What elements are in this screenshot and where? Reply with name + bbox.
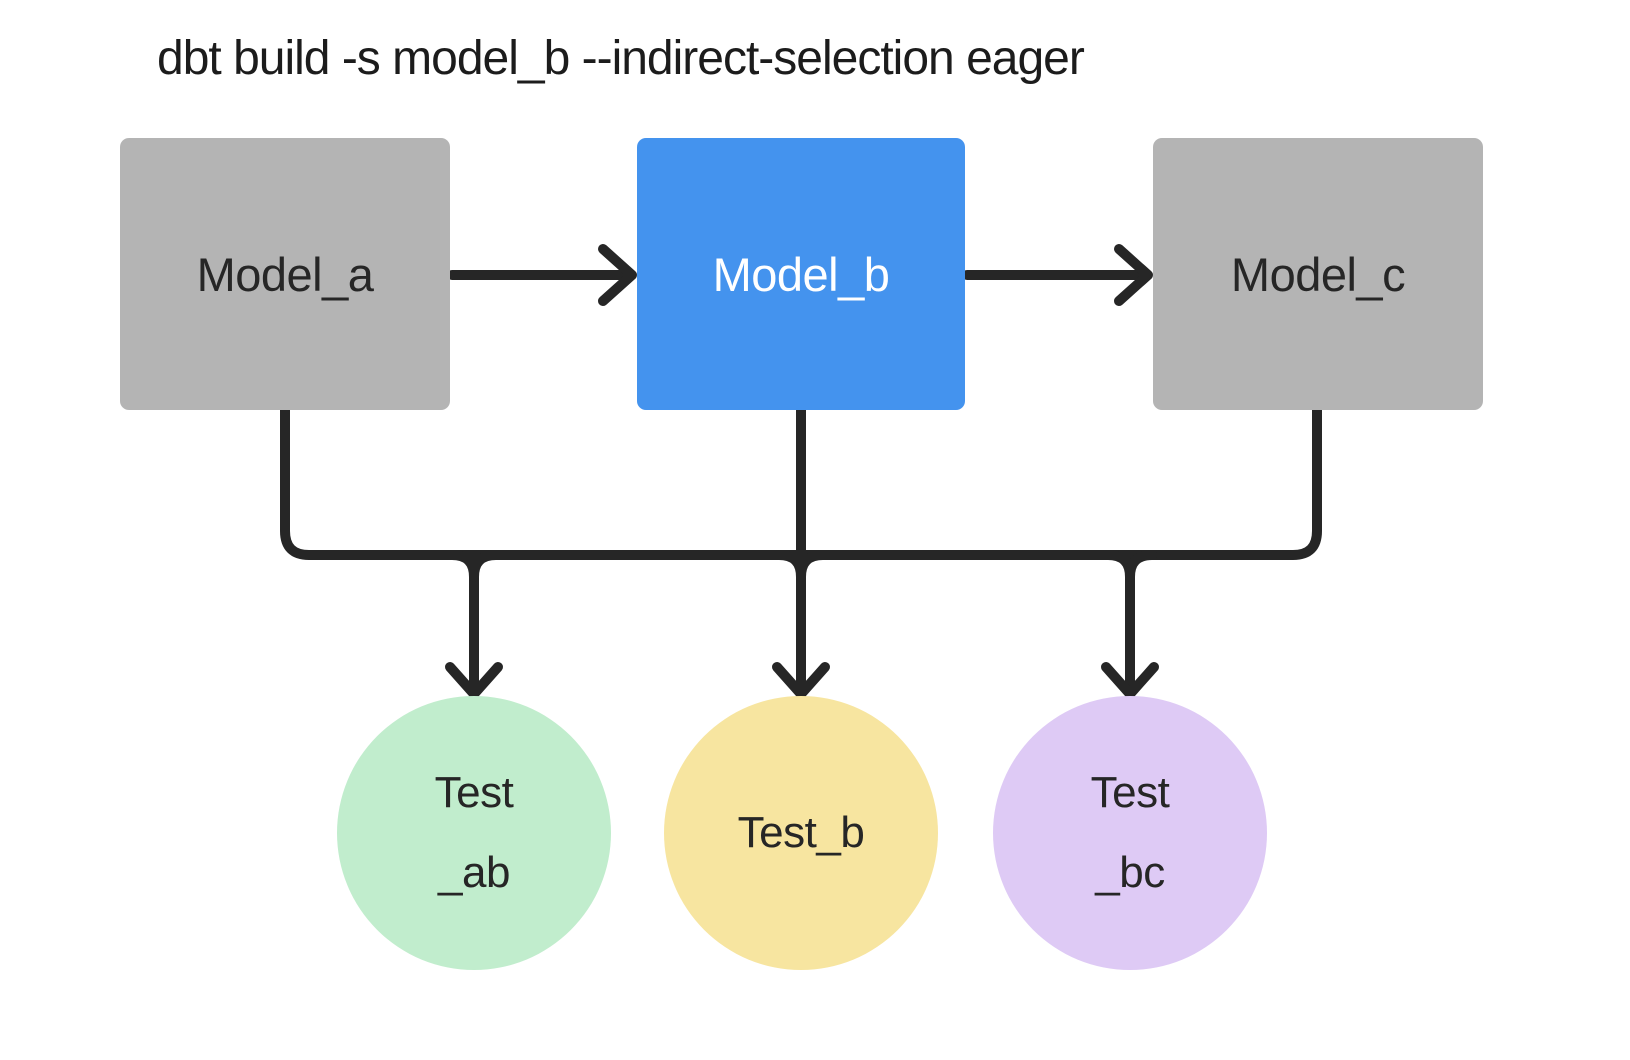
edge-arrowhead-test-b <box>772 662 830 699</box>
node-model-b-label: Model_b <box>712 247 890 301</box>
node-test-ab-label-line1: Test <box>434 768 514 817</box>
node-model-a-label: Model_a <box>196 247 374 301</box>
node-test-bc: Test _bc <box>993 696 1267 970</box>
node-model-a: Model_a <box>120 138 450 410</box>
node-model-c-label: Model_c <box>1230 247 1406 301</box>
edge-fillet <box>1125 550 1157 582</box>
node-test-ab-label-line2: _ab <box>438 848 510 897</box>
edge-fillet <box>796 550 828 582</box>
node-model-b: Model_b <box>637 138 965 410</box>
node-test-bc-label-line1: Test <box>1090 768 1170 817</box>
node-test-bc-label-line2: _bc <box>1095 848 1165 897</box>
node-test-b: Test_b <box>664 696 938 970</box>
edge-model-a-to-model-b-arrowhead <box>598 244 637 306</box>
edge-arrowhead-test-ab <box>445 662 503 699</box>
edge-model-b-to-model-c-arrowhead <box>1114 244 1153 306</box>
command-title: dbt build -s model_b --indirect-selectio… <box>157 32 1085 85</box>
node-model-c: Model_c <box>1153 138 1483 410</box>
edge-group <box>280 244 1322 699</box>
edge-arrowhead-test-bc <box>1101 662 1159 699</box>
node-test-b-label: Test_b <box>737 808 865 857</box>
edge-fillet <box>469 550 501 582</box>
node-test-ab: Test _ab <box>337 696 611 970</box>
